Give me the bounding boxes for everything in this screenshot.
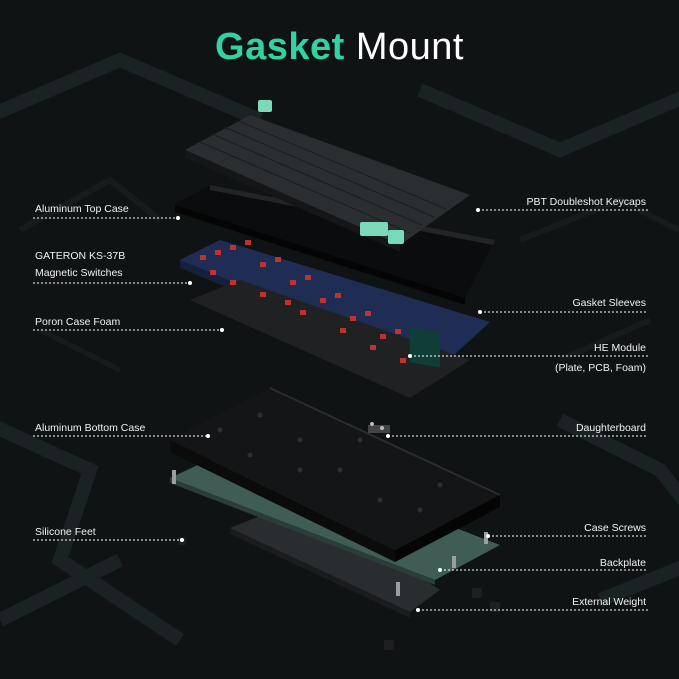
keycaps	[185, 100, 470, 252]
title-accent: Gasket	[215, 26, 345, 68]
silicone-feet	[178, 537, 500, 650]
label-switches-line1: GATERON KS-37B	[35, 250, 126, 262]
label-case-screws: Case Screws	[584, 522, 646, 534]
title-rest: Mount	[355, 26, 464, 68]
label-bottom-case: Aluminum Bottom Case	[35, 422, 146, 434]
label-poron-foam: Poron Case Foam	[35, 316, 121, 328]
label-backplate: Backplate	[599, 557, 646, 569]
label-gasket-sleeves: Gasket Sleeves	[572, 297, 646, 309]
external-weight	[230, 500, 440, 618]
bottom-case	[170, 387, 501, 562]
label-external-weight: External Weight	[572, 596, 646, 608]
label-he-module-line1: HE Module	[594, 342, 646, 354]
label-he-module-line2: (Plate, PCB, Foam)	[554, 362, 646, 374]
poron-case-foam	[190, 280, 470, 398]
label-silicone-feet: Silicone Feet	[35, 526, 96, 538]
magnetic-switches	[200, 240, 431, 363]
label-keycaps: PBT Doubleshot Keycaps	[526, 196, 646, 208]
page-title: Gasket Mount	[0, 26, 679, 69]
label-daughterboard: Daughterboard	[575, 422, 646, 434]
label-switches-line2: Magnetic Switches	[35, 267, 123, 279]
case-screws	[172, 470, 488, 596]
leader-lines	[33, 209, 648, 611]
daughterboard	[368, 422, 390, 433]
leader-dots	[176, 208, 490, 612]
label-top-case: Aluminum Top Case	[35, 203, 129, 215]
